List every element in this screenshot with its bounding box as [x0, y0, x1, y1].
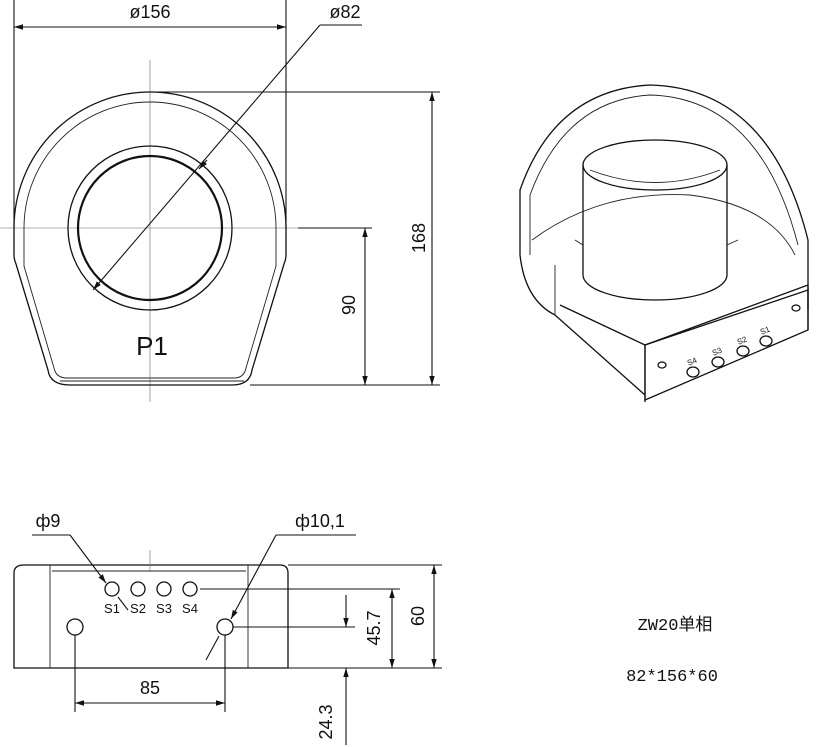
phi10-leader — [230, 534, 277, 620]
terminal-hole-s4 — [182, 581, 198, 597]
terminal-label-s4: S4 — [182, 601, 198, 616]
dia82-label: ø82 — [329, 2, 360, 22]
iso-terminal-2 — [711, 356, 725, 368]
iso-terminal-label-4: S1 — [759, 324, 772, 336]
front-body-inner-outline — [23, 101, 277, 379]
mount-hole-left — [66, 618, 84, 636]
terminal-hole-s2 — [130, 581, 146, 597]
phi9-label: ф9 — [36, 511, 61, 531]
spacing85-label: 85 — [140, 678, 160, 698]
height60-label: 60 — [408, 606, 428, 626]
iso-terminal-3 — [736, 345, 750, 357]
dia82-arrow-2 — [198, 159, 208, 170]
iso-terminal-4 — [759, 335, 773, 347]
bore-outer-ring — [67, 145, 233, 311]
bore-inner-ring — [76, 154, 224, 302]
bottom-body-outline — [13, 564, 289, 669]
iso-terminal-label-1: S4 — [686, 355, 699, 367]
primary-label-p1: P1 — [136, 331, 168, 361]
iso-shell-inner — [529, 94, 799, 255]
phi9-leader-tail — [117, 596, 129, 611]
terminal-hole-s1 — [104, 581, 120, 597]
iso-mount-hole-left — [657, 361, 667, 369]
iso-tube-body — [582, 165, 728, 301]
dia156-label: ø156 — [129, 2, 170, 22]
iso-shell-outer — [519, 84, 809, 310]
iso-tube-inner — [589, 169, 721, 183]
iso-box-top-edge — [559, 284, 809, 346]
dia82-leader — [92, 24, 321, 291]
terminal-label-s3: S3 — [156, 601, 172, 616]
model-dimensions: 82*156*60 — [626, 668, 718, 687]
height168-label: 168 — [409, 223, 429, 253]
iso-terminal-label-3: S2 — [736, 334, 749, 346]
terminal-label-s1: S1 — [104, 601, 120, 616]
iso-terminal-group: S4 S3 S2 S1 — [686, 324, 773, 378]
iso-floor-curve — [531, 194, 796, 256]
mount-hole-right — [216, 618, 234, 636]
iso-shell-left-side — [519, 254, 556, 316]
terminal-hole-s3 — [156, 581, 172, 597]
center90-label: 90 — [339, 295, 359, 315]
isometric-view: S4 S3 S2 S1 — [519, 84, 809, 402]
model-name: ZW20单相 — [638, 615, 713, 636]
phi10-leader-tail — [205, 635, 220, 661]
h243-label: 24.3 — [316, 704, 336, 739]
front-view: P1 ø156 ø82 168 90 — [0, 0, 440, 402]
phi10-label: ф10,1 — [295, 511, 345, 531]
model-info: ZW20单相 82*156*60 — [626, 615, 718, 687]
phi9-leader — [69, 534, 107, 584]
iso-tube-collar — [574, 239, 739, 246]
iso-terminal-label-2: S3 — [711, 345, 724, 357]
iso-terminal-1 — [686, 366, 700, 378]
bottom-view: S1 S2 S3 S4 ф9 ф10,1 85 60 45.7 — [13, 511, 442, 745]
terminal-label-s2: S2 — [130, 601, 146, 616]
h457-label: 45.7 — [364, 610, 384, 645]
iso-mount-hole-right — [791, 304, 801, 312]
